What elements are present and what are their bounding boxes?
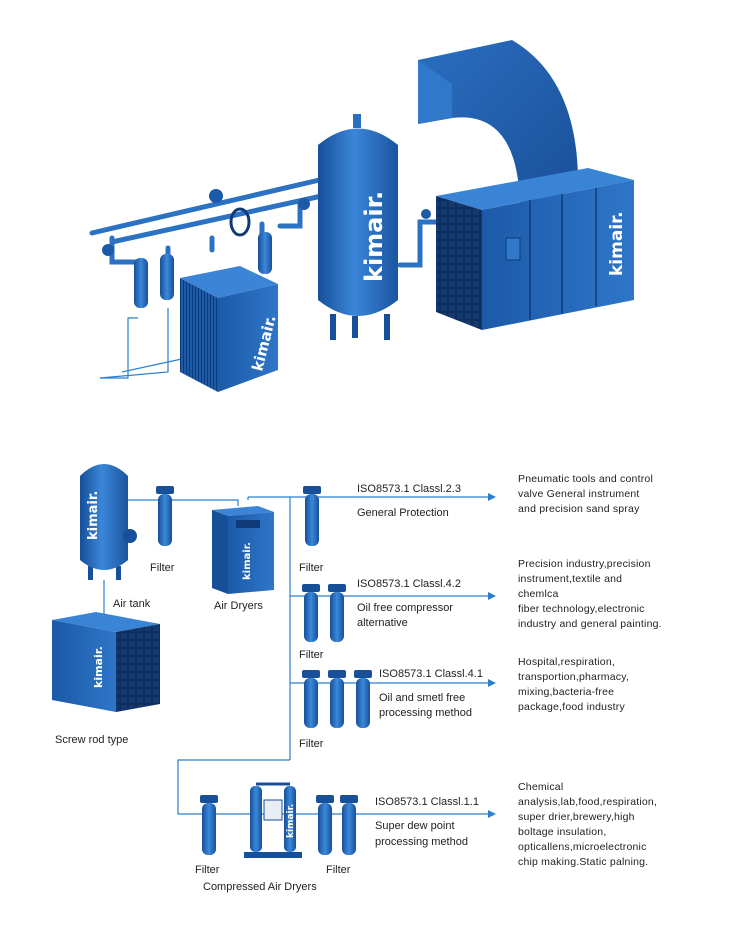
route-1-use-line-3: and precision sand spray xyxy=(518,503,640,515)
route-2-use-line-2: instrument,textile and xyxy=(518,573,622,585)
route-4-use-line-2: analysis,lab,food,respiration, xyxy=(518,796,657,808)
route-1-method: General Protection xyxy=(357,507,449,519)
compressor-illustration: kimair. xyxy=(418,40,634,330)
filter-label: Filter xyxy=(150,562,175,574)
route-4-method-line-2: processing method xyxy=(375,836,468,848)
route-1-use-line-2: valve General instrument xyxy=(518,488,640,500)
route-3-use-line-2: transportion,pharmacy, xyxy=(518,671,629,683)
flow-lines xyxy=(103,496,488,815)
route-2-standard: ISO8573.1 Classl.4.2 xyxy=(357,578,461,590)
tank-logo: kimair. xyxy=(360,191,388,282)
screw-rod-label: Screw rod type xyxy=(55,734,128,746)
system-illustration: kimair. kimair. kimair. xyxy=(89,40,634,392)
route-3-filter-icons xyxy=(302,670,372,728)
route-3-method-line-2: processing method xyxy=(379,707,472,719)
dryer-illustration: kimair. xyxy=(180,266,280,392)
route-4-left-filter-icon xyxy=(200,795,218,855)
route-4-method-line-1: Super dew point xyxy=(375,820,455,832)
route-4-dryer-label: Compressed Air Dryers xyxy=(203,881,317,893)
route-2-use-line-3: chemlca xyxy=(518,588,559,600)
route-3: Filter ISO8573.1 Classl.4.1 Oil and smet… xyxy=(299,656,629,750)
route-3-standard: ISO8573.1 Classl.4.1 xyxy=(379,668,483,680)
compressor-logo: kimair. xyxy=(607,211,627,276)
route-4-left-filter-label: Filter xyxy=(195,864,220,876)
screw-compressor-logo: kimair. xyxy=(92,646,105,688)
route-3-use-line-1: Hospital,respiration, xyxy=(518,656,615,668)
air-dryers-label: Air Dryers xyxy=(214,600,263,612)
route-2-use-line-1: Precision industry,precision xyxy=(518,558,651,570)
route-4-use-line-6: chip making.Static palning. xyxy=(518,856,648,868)
route-4-standard: ISO8573.1 Classl.1.1 xyxy=(375,796,479,808)
route-3-method-line-1: Oil and smetl free xyxy=(379,692,465,704)
route-4-right-filter-icons xyxy=(316,795,358,855)
air-tank-logo: kimair. xyxy=(86,491,101,540)
air-dryer-logo: kimair. xyxy=(242,542,253,580)
route-2-method-line-2: alternative xyxy=(357,617,408,629)
route-2-filter-icons xyxy=(302,584,346,642)
route-2-use-line-5: industry and general painting. xyxy=(518,618,662,630)
route-3-use-line-3: mixing,bacteria-free xyxy=(518,686,614,698)
screw-compressor-icon: kimair. xyxy=(52,612,160,712)
route-4-use-line-1: Chemical xyxy=(518,781,563,793)
flow-arrowheads xyxy=(488,493,496,818)
desiccant-dryer-logo: kimair. xyxy=(286,804,296,838)
route-2: Filter ISO8573.1 Classl.4.2 Oil free com… xyxy=(299,558,662,661)
air-tank-label: Air tank xyxy=(113,598,151,610)
route-1-filter-label: Filter xyxy=(299,562,324,574)
route-1-filter-icon xyxy=(303,486,321,546)
route-4: Filter kimair. Compressed Air Dryers Fil… xyxy=(195,781,657,893)
route-4-use-line-5: opticallens,microelectronic xyxy=(518,841,647,853)
route-2-method-line-1: Oil free compressor xyxy=(357,602,453,614)
valves xyxy=(102,189,431,256)
route-1-standard: ISO8573.1 Classl.2.3 xyxy=(357,483,461,495)
route-3-filter-label: Filter xyxy=(299,738,324,750)
route-1-use-line-1: Pneumatic tools and control xyxy=(518,473,653,485)
pipe-filters xyxy=(134,232,272,308)
route-2-filter-label: Filter xyxy=(299,649,324,661)
filter-icon xyxy=(156,486,174,546)
air-dryer-icon: kimair. xyxy=(212,506,274,594)
air-tank-illustration: kimair. xyxy=(318,114,398,340)
route-2-use-line-4: fiber technology,electronic xyxy=(518,603,645,615)
route-4-use-line-3: super drier,brewery,high xyxy=(518,811,635,823)
route-3-use-line-4: package,food industry xyxy=(518,701,625,713)
route-4-use-line-4: boltage insulation, xyxy=(518,826,606,838)
route-1: Filter ISO8573.1 Classl.2.3 General Prot… xyxy=(299,473,653,574)
desiccant-dryer-icon: kimair. xyxy=(244,782,302,858)
air-tank-icon: kimair. xyxy=(80,464,137,580)
route-4-right-filter-label: Filter xyxy=(326,864,351,876)
